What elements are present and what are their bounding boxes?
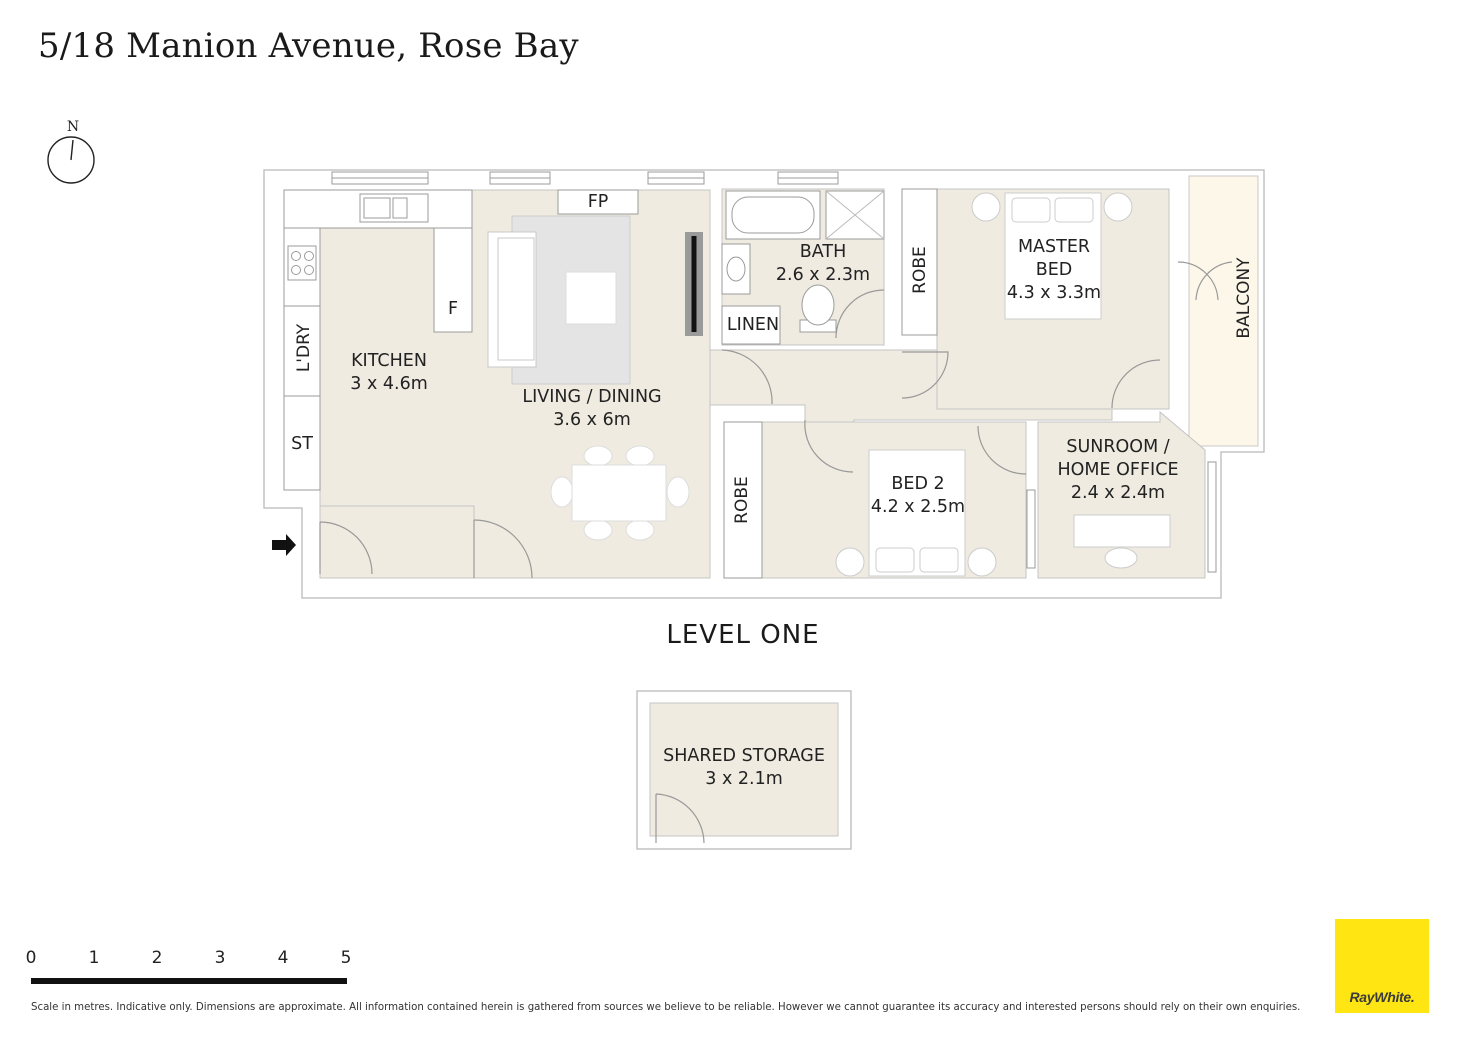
compass-north-label: N (67, 119, 79, 135)
dining-set (550, 445, 690, 541)
north-compass-icon: N (47, 119, 95, 184)
living-label: LIVING / DINING 3.6 x 6m (506, 386, 678, 432)
fireplace (557, 189, 639, 215)
kitchen-dimensions: 3 x 4.6m (350, 374, 428, 394)
master-bed-dimensions: 4.3 x 3.3m (1006, 283, 1102, 303)
doors (319, 261, 1233, 579)
robe-master-label: ROBE (910, 246, 930, 294)
bed2-dimensions: 4.2 x 2.5m (870, 497, 966, 517)
scale-tick: 5 (340, 948, 352, 968)
raywhite-logo-text: RayWhite. (1349, 989, 1415, 1005)
scale-tick: 1 (88, 948, 100, 968)
linen-label: LINEN (726, 315, 780, 335)
balcony-label: BALCONY (1234, 257, 1254, 339)
bed2-name: BED 2 (891, 474, 945, 494)
master-bed-name-2: BED (1035, 260, 1073, 280)
master-bed (971, 192, 1133, 320)
storage-label: SHARED STORAGE 3 x 2.1m (650, 745, 838, 791)
fridge-label: F (447, 299, 459, 319)
scale-bar-line (31, 978, 347, 984)
store-label: ST (291, 434, 313, 454)
sunroom-name-1: SUNROOM / (1066, 437, 1170, 457)
balcony-area (1188, 175, 1259, 447)
bath-dimensions: 2.6 x 2.3m (775, 265, 871, 285)
bath-label: BATH 2.6 x 2.3m (770, 241, 876, 287)
kitchen-name: KITCHEN (351, 351, 427, 371)
scale-tick: 4 (277, 948, 289, 968)
page-title: 5/18 Manion Avenue, Rose Bay (38, 26, 579, 66)
scale-tick: 3 (214, 948, 226, 968)
sunroom-dimensions: 2.4 x 2.4m (1070, 483, 1166, 503)
kitchen-fittings (283, 189, 473, 491)
master-bed-name-1: MASTER (1017, 237, 1091, 257)
windows (331, 171, 1217, 573)
bath-fittings (721, 190, 885, 345)
scale-tick: 0 (25, 948, 37, 968)
entry-arrow-icon (272, 534, 296, 556)
living-dimensions: 3.6 x 6m (553, 410, 631, 430)
storage-name: SHARED STORAGE (663, 746, 825, 766)
robes (723, 188, 938, 579)
scale-bar: 0 1 2 3 4 5 (26, 948, 366, 988)
disclaimer-text: Scale in metres. Indicative only. Dimens… (31, 1002, 1301, 1013)
fireplace-label: FP (587, 192, 609, 212)
level-label: LEVEL ONE (666, 620, 820, 650)
sofa (487, 231, 537, 368)
office-desk (1073, 514, 1171, 569)
sunroom-label: SUNROOM / HOME OFFICE 2.4 x 2.4m (1046, 436, 1190, 505)
robe-hall-label: ROBE (732, 476, 752, 524)
scale-tick: 2 (151, 948, 163, 968)
sunroom-name-2: HOME OFFICE (1057, 460, 1179, 480)
raywhite-logo: RayWhite. (1335, 919, 1429, 1013)
living-name: LIVING / DINING (522, 387, 662, 407)
bath-name: BATH (799, 242, 847, 262)
laundry-label: L'DRY (294, 323, 314, 373)
shared-storage-plan (636, 690, 852, 850)
coffee-table (565, 271, 617, 325)
storage-dimensions: 3 x 2.1m (705, 769, 783, 789)
kitchen-label: KITCHEN 3 x 4.6m (336, 350, 442, 396)
second-bed (835, 449, 997, 577)
master-bed-label: MASTER BED 4.3 x 3.3m (1000, 236, 1108, 305)
bed2-label: BED 2 4.2 x 2.5m (866, 473, 970, 519)
